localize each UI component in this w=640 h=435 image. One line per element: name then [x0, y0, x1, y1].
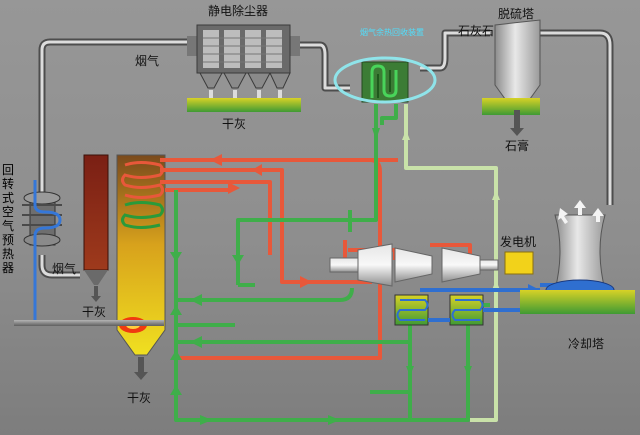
flue-gas-ducts-inner [40, 31, 612, 277]
generator-label: 发电机 [500, 235, 537, 249]
limestone-label: 石灰石 [458, 24, 495, 38]
gypsum-label: 石膏 [505, 139, 530, 153]
condenser-unit [394, 294, 484, 326]
boiler-unit [14, 154, 166, 380]
air-preheater-unit [22, 180, 62, 320]
heat-recovery-unit [333, 56, 437, 104]
desulf-tower-unit [482, 19, 541, 136]
dry-ash-esp-label: 干灰 [222, 117, 247, 131]
dry-ash-mid-label: 干灰 [82, 305, 107, 319]
turbine-unit [329, 243, 534, 287]
condensate-arrows [402, 130, 500, 290]
cooling-tower-label: 冷却塔 [568, 337, 605, 351]
steam-arrows [210, 154, 312, 288]
flue-gas-label-top: 烟气 [135, 54, 160, 68]
esp-label: 静电除尘器 [208, 4, 269, 18]
air-preheater-label: 回转式空气预热器 [1, 163, 14, 275]
heat-recovery-label: 烟气余热回收装置 [360, 28, 424, 37]
cooling-tower-unit [520, 200, 635, 314]
esp-unit [187, 24, 301, 112]
water-arrows [170, 128, 472, 425]
desulf-tower-label: 脱硫塔 [498, 7, 535, 21]
dry-ash-bottom-label: 干灰 [127, 391, 152, 405]
flue-gas-label-left: 烟气 [52, 262, 77, 276]
